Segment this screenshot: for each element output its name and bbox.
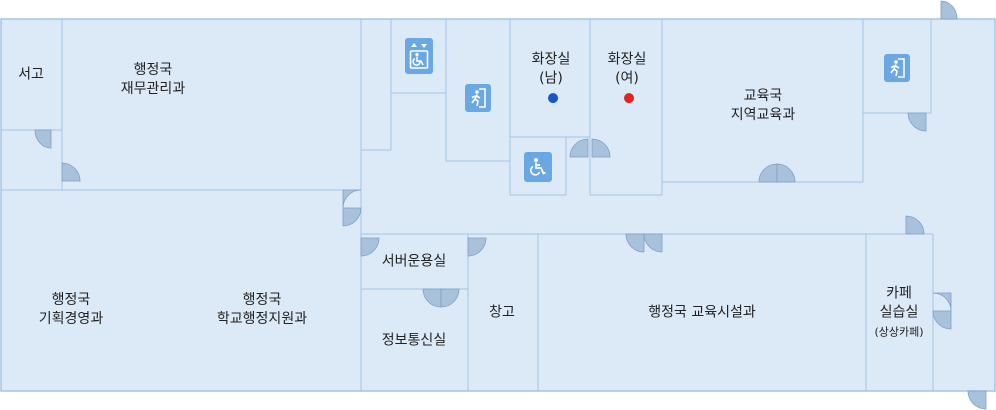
room-label-info-comm: 정보통신실	[381, 332, 447, 349]
emergency-exit-icon	[465, 84, 491, 112]
room-label-archive: 서고	[18, 66, 44, 83]
room-exit-east[interactable]	[862, 18, 932, 114]
door-storage	[467, 237, 487, 257]
door-education-2	[776, 163, 796, 183]
door-outer-top	[940, 0, 958, 20]
door-support-2	[342, 207, 362, 227]
door-server	[360, 237, 380, 257]
door-facilities-2	[643, 233, 663, 253]
emergency-exit-icon	[884, 54, 910, 82]
building-outline	[0, 18, 996, 392]
room-label-storage: 창고	[489, 304, 515, 321]
door-restroom-men	[569, 138, 589, 158]
door-info-comm-2	[440, 288, 460, 308]
female-person-icon: ●	[623, 90, 635, 106]
room-label-facilities: 행정국 교육시설과	[648, 304, 756, 321]
door-restroom-women	[591, 138, 611, 158]
room-label-server: 서버운용실	[381, 253, 447, 270]
door-outer-bottom	[967, 390, 987, 410]
door-exit-east	[907, 112, 927, 132]
door-finance	[61, 162, 81, 182]
accessible-elevator-icon	[405, 38, 433, 74]
door-archive	[34, 129, 52, 149]
door-cafe-top	[905, 215, 925, 235]
door-cafe-2	[932, 310, 952, 330]
room-label-restroom-men: 화장실 (남)●	[531, 51, 571, 106]
room-accessible-toilet[interactable]	[509, 136, 567, 196]
room-label-restroom-women: 화장실 (여)●	[607, 51, 647, 106]
door-facilities-1	[625, 233, 645, 253]
male-person-icon: ●	[547, 90, 559, 106]
wheelchair-icon	[524, 152, 552, 182]
